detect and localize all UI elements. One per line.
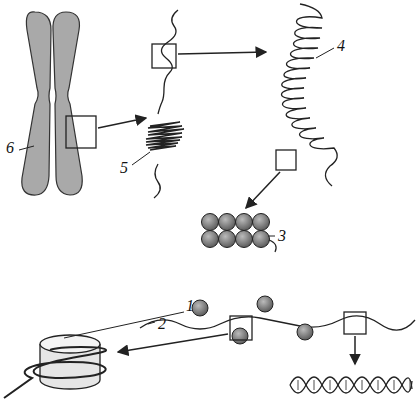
looped-fiber (282, 4, 338, 186)
callout-number: 3 (278, 228, 286, 244)
callout-number: 2 (158, 316, 166, 332)
solenoid (202, 214, 270, 248)
chromosome (22, 12, 82, 195)
callout-number: 1 (186, 298, 194, 314)
chromatin-fiber (146, 10, 184, 198)
callout-number: 6 (6, 140, 14, 156)
leader-line (19, 48, 334, 338)
callout-number: 5 (120, 160, 128, 176)
nucleosome (4, 335, 106, 398)
double-helix (290, 377, 412, 393)
callout-number: 4 (337, 38, 345, 54)
dna-strand (140, 316, 415, 330)
